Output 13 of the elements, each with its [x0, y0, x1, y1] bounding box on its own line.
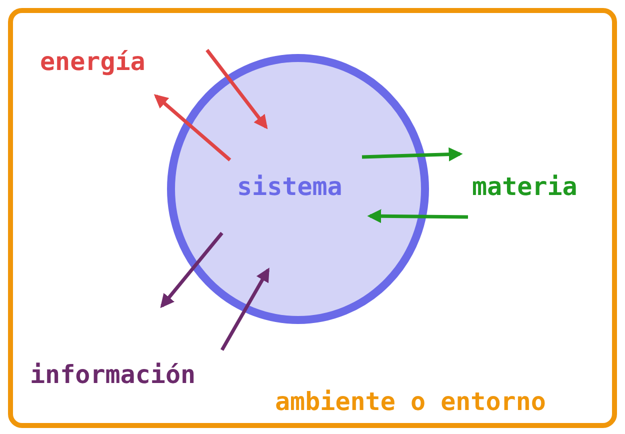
- flow-label: información: [30, 360, 196, 390]
- system-label: sistema: [237, 172, 342, 202]
- arrow: [160, 232, 224, 308]
- system-circle: [167, 54, 429, 324]
- arrow: [367, 209, 468, 224]
- flow-label: energía: [40, 47, 146, 77]
- flow-label: materia: [472, 172, 578, 202]
- arrow: [220, 268, 270, 351]
- arrow: [154, 94, 232, 162]
- environment-label: ambiente o entorno: [275, 387, 546, 417]
- arrow: [362, 147, 463, 162]
- environment-box: [8, 8, 617, 428]
- arrow: [206, 48, 268, 130]
